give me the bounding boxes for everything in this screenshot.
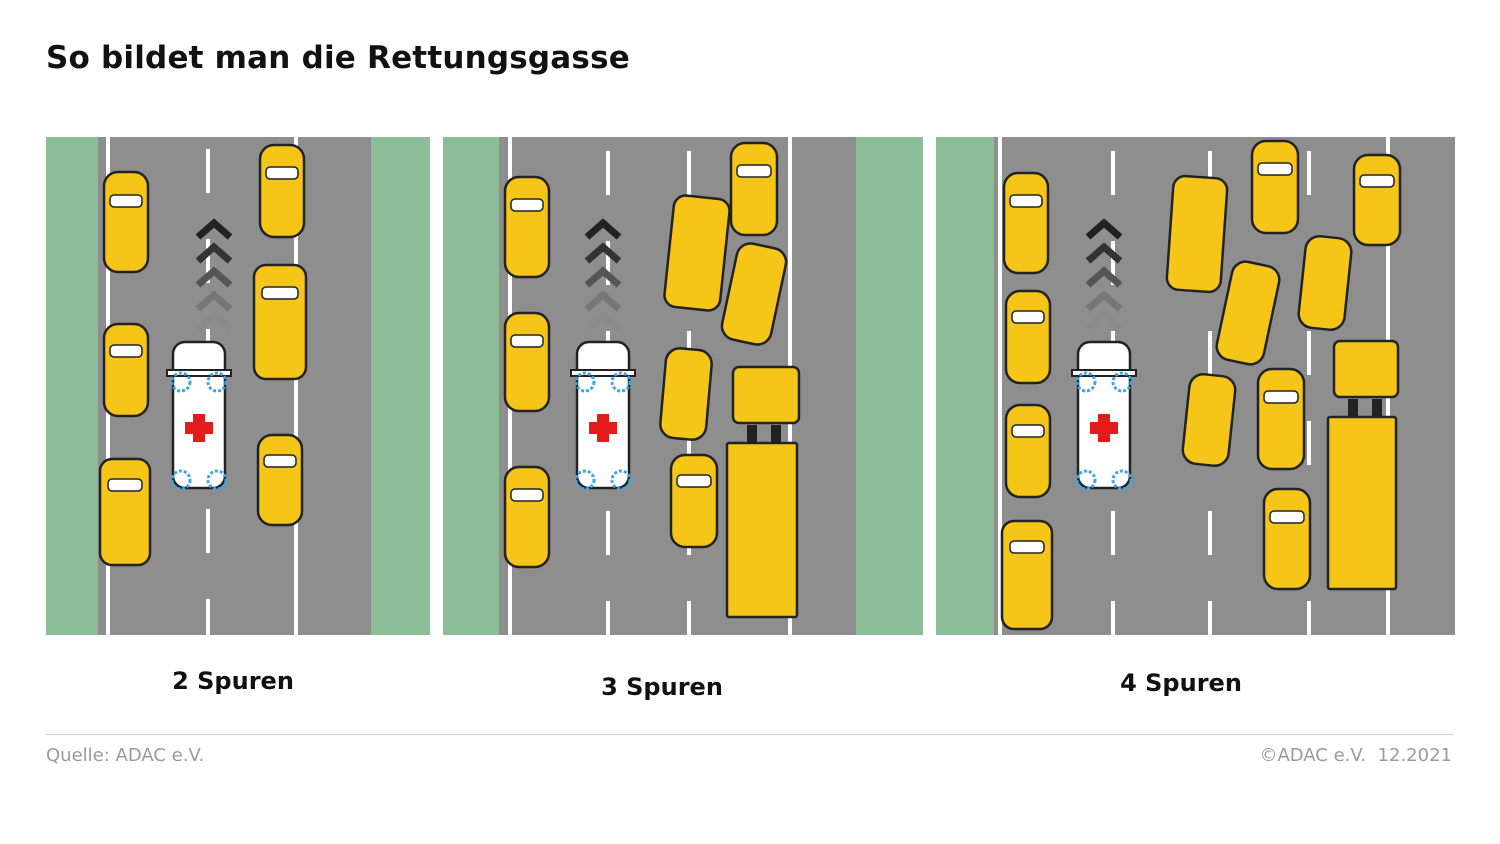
car — [1181, 372, 1237, 468]
car — [1262, 487, 1312, 591]
panel-label-4-lanes: 4 Spuren — [1120, 669, 1242, 697]
page-title: So bildet man die Rettungsgasse — [46, 40, 630, 76]
car — [1002, 171, 1050, 275]
ambulance — [570, 340, 636, 491]
arrows — [1085, 218, 1123, 332]
car — [729, 141, 779, 237]
car — [1297, 234, 1353, 332]
truck-cab — [731, 365, 801, 425]
truck-trailer — [725, 441, 799, 619]
car — [503, 465, 551, 569]
ambulance — [166, 340, 232, 491]
truck-trailer — [1326, 415, 1398, 591]
car — [102, 322, 150, 418]
ambulance — [1071, 340, 1137, 491]
verge-left — [443, 137, 499, 635]
panel-label-3-lanes: 3 Spuren — [601, 673, 723, 701]
car — [256, 433, 304, 527]
panel-3-lanes — [443, 137, 923, 635]
car — [258, 143, 306, 239]
car — [252, 263, 308, 381]
footer-divider — [46, 734, 1454, 735]
truck-cab — [1332, 339, 1400, 399]
panel-label-2-lanes: 2 Spuren — [172, 667, 294, 695]
verge-left — [936, 137, 994, 635]
car — [503, 175, 551, 279]
panel-4-lanes — [936, 137, 1455, 635]
car — [669, 453, 719, 549]
car — [1000, 519, 1054, 631]
panel-2-lanes — [46, 137, 430, 635]
car — [1004, 289, 1052, 385]
verge-right — [371, 137, 430, 635]
car — [659, 347, 713, 441]
car — [98, 457, 152, 567]
copyright-note: ©ADAC e.V. 12.2021 — [1259, 745, 1452, 766]
verge-right — [856, 137, 923, 635]
arrows — [584, 218, 622, 332]
car — [663, 194, 731, 312]
car — [1215, 260, 1281, 366]
arrows — [195, 218, 233, 332]
car — [720, 242, 788, 346]
car — [1250, 139, 1300, 235]
car — [503, 311, 551, 413]
car — [1352, 153, 1402, 247]
car — [1004, 403, 1052, 499]
verge-left — [46, 137, 98, 635]
car — [102, 170, 150, 274]
car — [1256, 367, 1306, 471]
car — [1165, 174, 1229, 294]
source-note: Quelle: ADAC e.V. — [46, 745, 205, 766]
